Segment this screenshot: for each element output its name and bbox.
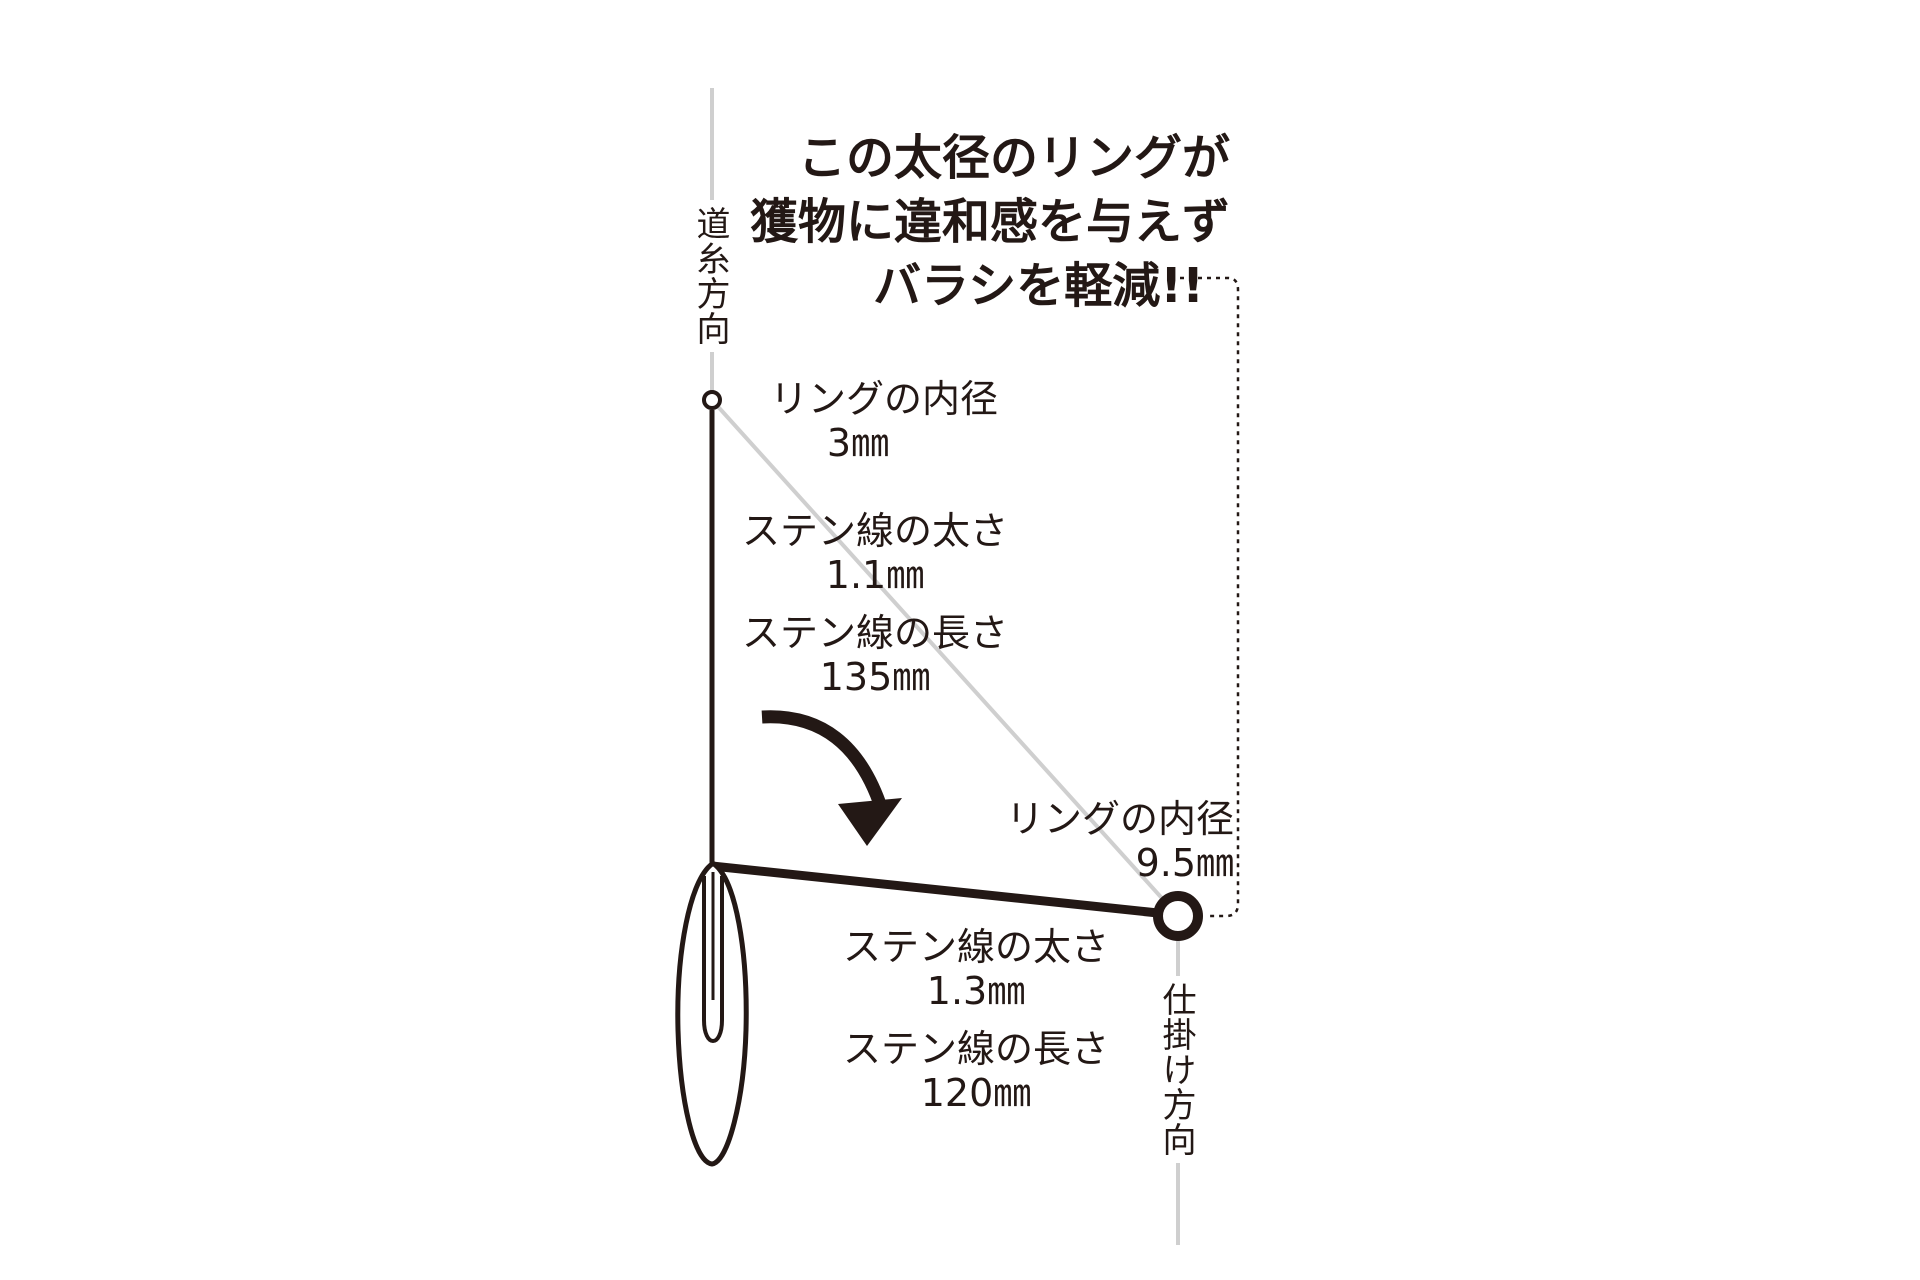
- large-ring: [1153, 891, 1203, 941]
- headline: この太径のリングが 獲物に違和感を与えず バラシを軽減!!: [750, 126, 1230, 318]
- callout-dotted-line: [1180, 276, 1240, 918]
- upper-ring-value: 3㎜: [826, 421, 890, 465]
- main-line-direction-label: 道糸方向: [690, 200, 730, 352]
- lower-wire-length-value: 120㎜: [920, 1071, 1032, 1115]
- sinker-outer: [675, 861, 749, 1167]
- upper-ring-label: リングの内径: [769, 377, 998, 421]
- upper-wire-spec: ステン線の太さ 1.1㎜: [735, 512, 1015, 594]
- lower-wire-thickness-value: 1.3㎜: [926, 969, 1026, 1013]
- lower-wire-length-label: ステン線の長さ: [842, 1027, 1109, 1071]
- headline-line-3: バラシを軽減!!: [873, 258, 1204, 314]
- upper-wire-length-label: ステン線の長さ: [741, 611, 1008, 655]
- sinker-inner-loop: [702, 876, 724, 1043]
- swing-path-line: [710, 398, 1180, 918]
- rotation-arrow-head: [838, 798, 902, 846]
- upper-wire-length-spec: ステン線の長さ 135㎜: [735, 614, 1015, 696]
- lower-ring-value: 9.5㎜: [1135, 841, 1234, 885]
- upper-wire-thickness-value: 1.1㎜: [825, 553, 925, 597]
- lower-stainless-wire: [711, 861, 1159, 918]
- lower-wire-length-spec: ステン線の長さ 120㎜: [836, 1030, 1116, 1112]
- rotation-arrow-shaft: [761, 710, 889, 813]
- lower-ring-label: リングの内径: [1005, 797, 1234, 841]
- lower-wire-thickness-label: ステン線の太さ: [842, 925, 1109, 969]
- lower-ring-spec: リングの内径 9.5㎜: [984, 800, 1234, 882]
- small-ring: [702, 390, 722, 410]
- upper-ring-spec: リングの内径 3㎜: [754, 380, 1014, 462]
- leader-direction-label: 仕掛け方向: [1156, 976, 1196, 1163]
- upper-wire-thickness-label: ステン線の太さ: [741, 509, 1008, 553]
- lower-wire-spec: ステン線の太さ 1.3㎜: [836, 928, 1116, 1010]
- headline-line-1: この太径のリングが: [797, 130, 1230, 186]
- upper-wire-length-value: 135㎜: [819, 655, 931, 699]
- headline-line-2: 獲物に違和感を与えず: [749, 194, 1230, 250]
